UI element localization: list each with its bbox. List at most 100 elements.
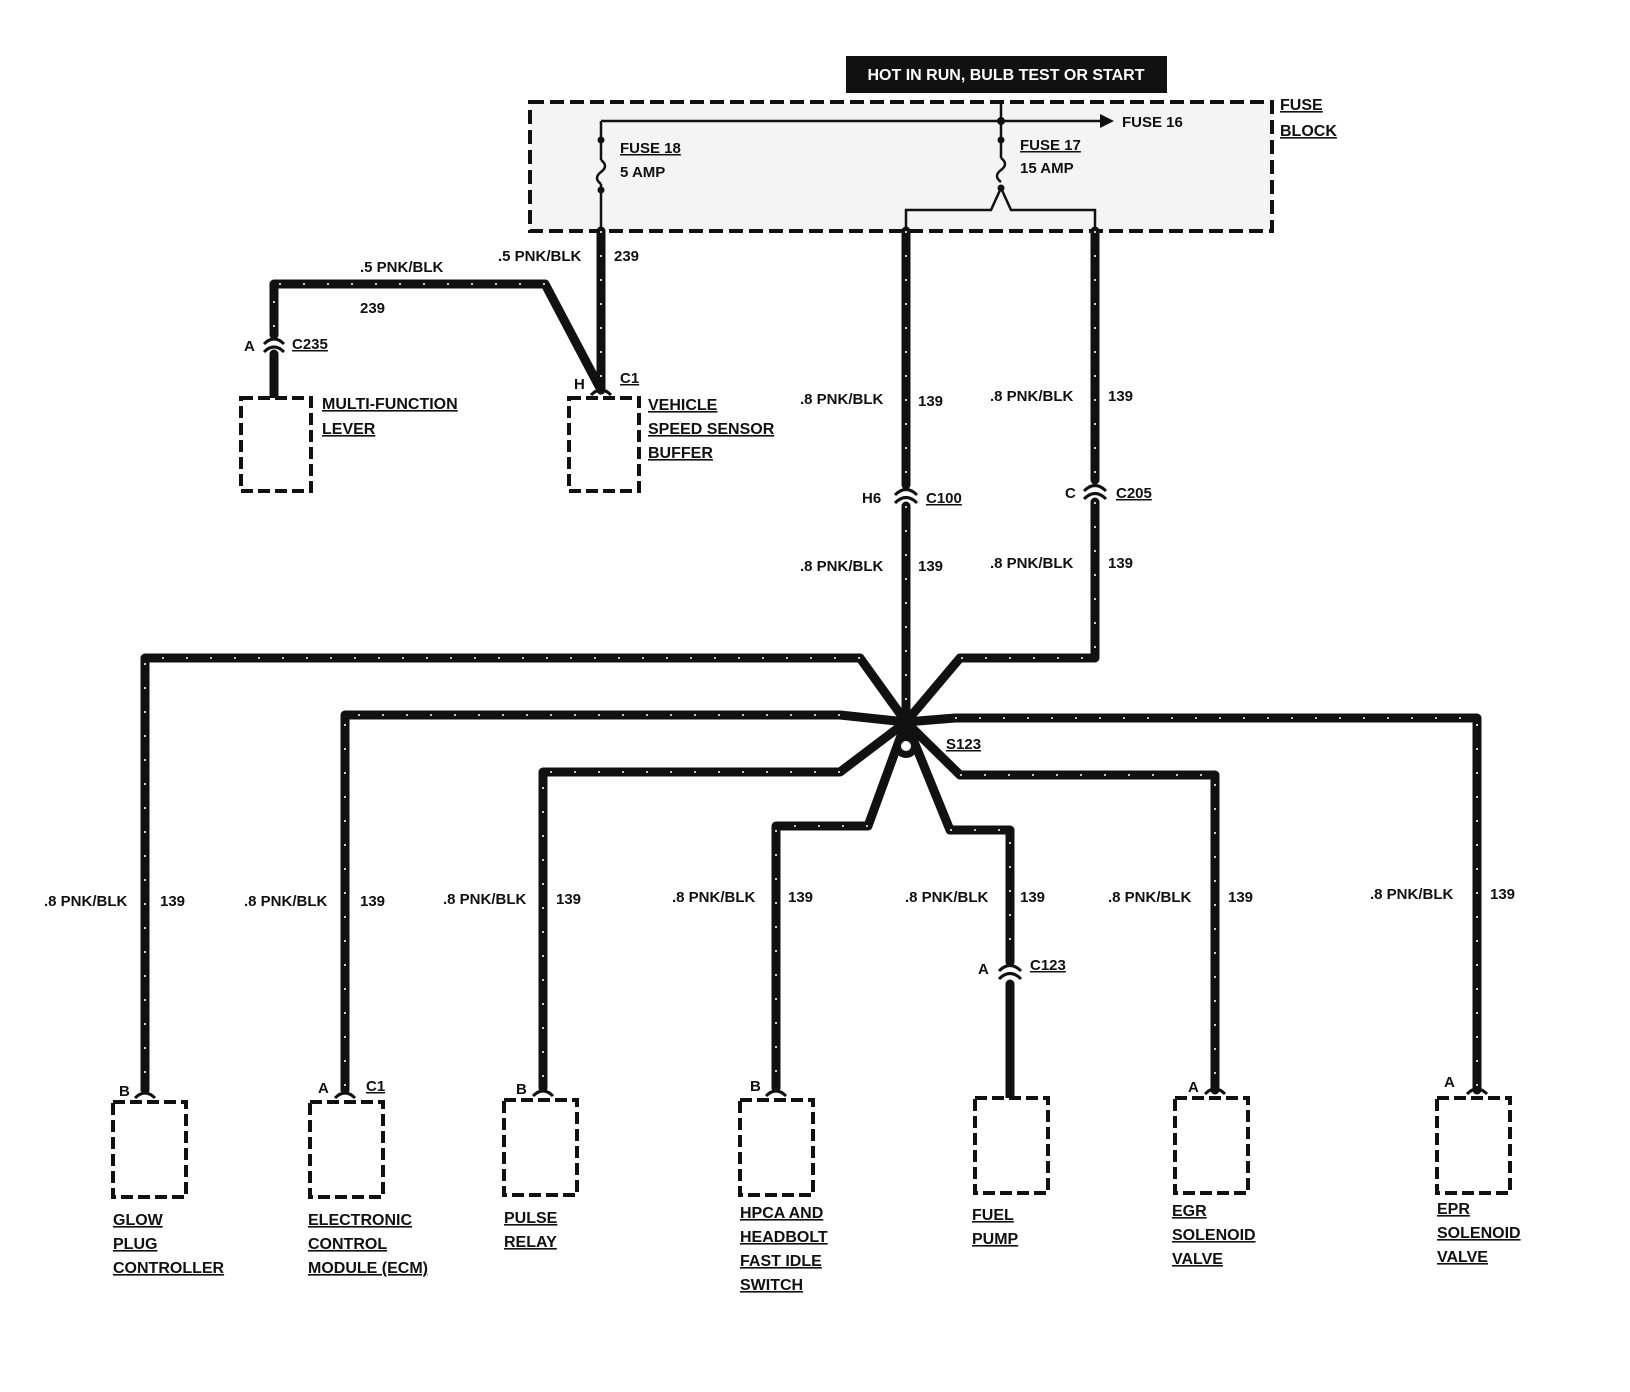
c100-bot-circuit: 139	[918, 558, 943, 575]
fuel-wire-circuit: 139	[1020, 889, 1045, 906]
w239-horiz-color: .5 PNK/BLK	[360, 259, 444, 276]
ecm-label-1: ELECTRONIC	[308, 1212, 412, 1229]
c205-bot-circuit: 139	[1108, 555, 1133, 572]
ecm-wire-circuit: 139	[360, 893, 385, 910]
c205-top-circuit: 139	[1108, 388, 1133, 405]
pulse-relay-box	[502, 1098, 579, 1197]
hpca-pin: B	[750, 1078, 761, 1095]
fuse18-rating: 5 AMP	[620, 164, 665, 181]
vss-buffer-box	[567, 396, 641, 493]
c123-name: C123	[1030, 957, 1066, 974]
glow-label-3: CONTROLLER	[113, 1260, 225, 1277]
glow-plug-controller-box	[111, 1100, 188, 1199]
c100-top-color: .8 PNK/BLK	[800, 391, 884, 408]
egr-label-1: EGR	[1172, 1203, 1207, 1220]
w239-horiz-circuit: 239	[360, 300, 385, 317]
hpca-label-3: FAST IDLE	[740, 1253, 822, 1270]
epr-pin: A	[1444, 1074, 1455, 1091]
branch-egr	[901, 717, 1220, 1095]
branch-ecm	[340, 710, 911, 1095]
ecm-box	[308, 1100, 385, 1199]
glow-wire-circuit: 139	[160, 893, 185, 910]
pulse-wire-circuit: 139	[556, 891, 581, 908]
egr-wire-circuit: 139	[1228, 889, 1253, 906]
egr-wire-color: .8 PNK/BLK	[1108, 889, 1192, 906]
hpca-label-4: SWITCH	[740, 1277, 803, 1294]
c100-connector	[893, 488, 919, 505]
epr-label-1: EPR	[1437, 1201, 1470, 1218]
c205-connector	[1082, 484, 1108, 501]
fuse-block-label-2: BLOCK	[1280, 123, 1337, 140]
vss-pin: H	[574, 376, 585, 393]
fuse18-icon	[595, 121, 607, 231]
c123-connector	[997, 964, 1023, 981]
epr-wire-circuit: 139	[1490, 886, 1515, 903]
c100-bot-color: .8 PNK/BLK	[800, 558, 884, 575]
fuel-wire-color: .8 PNK/BLK	[905, 889, 989, 906]
branch-pulse-relay	[538, 717, 911, 1093]
egr-label-3: VALVE	[1172, 1251, 1223, 1268]
glow-label-2: PLUG	[113, 1236, 157, 1253]
pulse-label-1: PULSE	[504, 1210, 558, 1227]
fuse16-arrow	[1100, 114, 1114, 128]
fuse17-name: FUSE 17	[1020, 137, 1081, 154]
fuse17-rating: 15 AMP	[1020, 160, 1074, 177]
fuse-block-label-1: FUSE	[1280, 97, 1323, 114]
epr-label-2: SOLENOID	[1437, 1225, 1521, 1242]
c205-bot-color: .8 PNK/BLK	[990, 555, 1074, 572]
fuse-block	[528, 100, 1274, 233]
c100-pin: H6	[862, 490, 881, 507]
fuel-label-1: FUEL	[972, 1207, 1014, 1224]
pulse-wire-color: .8 PNK/BLK	[443, 891, 527, 908]
w239-vert-circuit: 239	[614, 248, 639, 265]
c235-pin: A	[244, 338, 255, 355]
pulse-pin: B	[516, 1081, 527, 1098]
c235-name: C235	[292, 336, 328, 353]
vss-label-2: SPEED SENSOR	[648, 421, 775, 438]
epr-valve-box	[1435, 1096, 1512, 1195]
egr-label-2: SOLENOID	[1172, 1227, 1256, 1244]
c205-top-color: .8 PNK/BLK	[990, 388, 1074, 405]
vss-conn: C1	[620, 370, 639, 387]
power-label: HOT IN RUN, BULB TEST OR START	[867, 67, 1144, 84]
ecm-pin: A	[318, 1080, 329, 1097]
fuse17-icon	[904, 117, 1097, 231]
splice-s123-label: S123	[946, 736, 981, 753]
hpca-label-1: HPCA AND	[740, 1205, 823, 1222]
fuel-pump-box	[973, 1096, 1050, 1195]
branch-fuel-pump	[901, 717, 1015, 967]
vss-label-1: VEHICLE	[648, 397, 718, 414]
ecm-conn: C1	[366, 1078, 385, 1095]
hpca-wire-color: .8 PNK/BLK	[672, 889, 756, 906]
c123-pin: A	[978, 961, 989, 978]
ecm-wire-color: .8 PNK/BLK	[244, 893, 328, 910]
branch-glow-plug	[140, 653, 911, 1095]
vss-label-3: BUFFER	[648, 445, 713, 462]
epr-wire-color: .8 PNK/BLK	[1370, 886, 1454, 903]
glow-pin: B	[119, 1083, 130, 1100]
c100-name: C100	[926, 490, 962, 507]
c235-connector	[262, 337, 286, 354]
multi-function-lever-box	[239, 396, 313, 493]
egr-valve-box	[1173, 1096, 1250, 1195]
power-label-box	[846, 56, 1167, 93]
glow-wire-color: .8 PNK/BLK	[44, 893, 128, 910]
c205-name: C205	[1116, 485, 1152, 502]
fuse16-label: FUSE 16	[1122, 114, 1183, 131]
wire-239-branch	[269, 279, 606, 395]
egr-pin: A	[1188, 1079, 1199, 1096]
multi-function-lever-label-2: LEVER	[322, 421, 376, 438]
branch-epr	[901, 713, 1482, 1095]
c100-top-circuit: 139	[918, 393, 943, 410]
hpca-label-2: HEADBOLT	[740, 1229, 828, 1246]
epr-label-3: VALVE	[1437, 1249, 1488, 1266]
glow-label-1: GLOW	[113, 1212, 164, 1229]
hpca-wire-circuit: 139	[788, 889, 813, 906]
branch-hpca	[771, 717, 911, 1093]
ecm-label-3: MODULE (ECM)	[308, 1260, 428, 1277]
multi-function-lever-label-1: MULTI-FUNCTION	[322, 396, 458, 413]
fuse18-name: FUSE 18	[620, 140, 681, 157]
fuel-label-2: PUMP	[972, 1231, 1019, 1248]
hpca-switch-box	[738, 1098, 815, 1197]
